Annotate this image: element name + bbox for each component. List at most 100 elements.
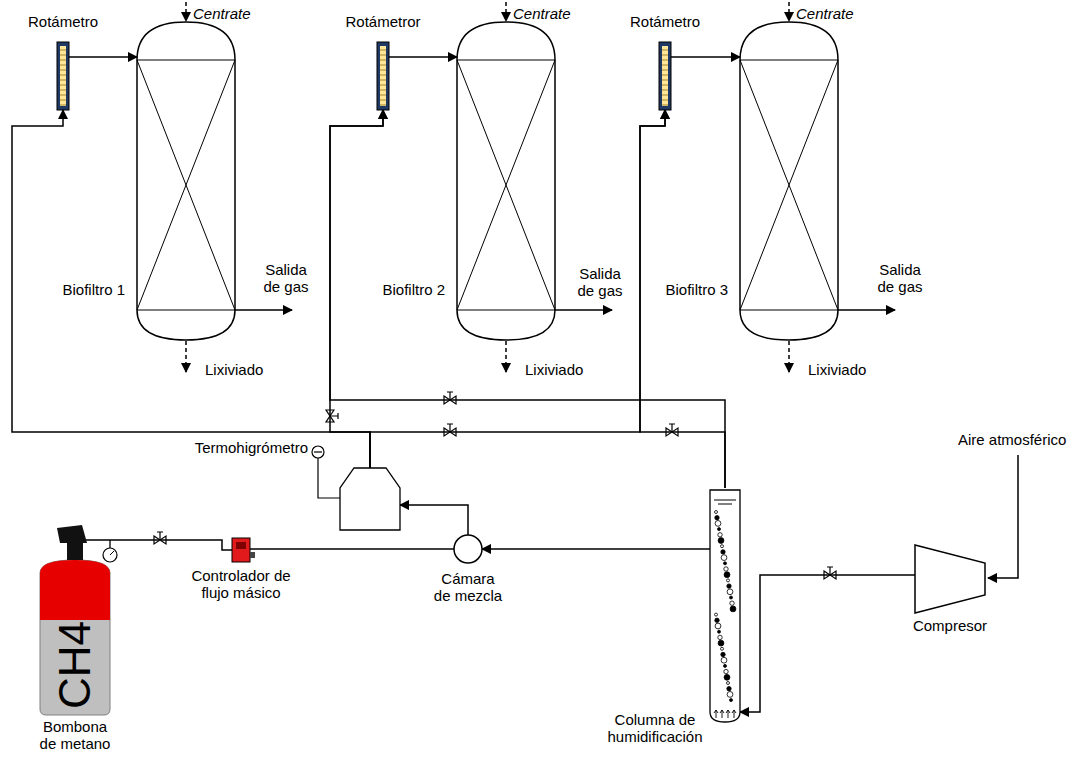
valve-stem bbox=[157, 532, 163, 540]
cylinder-body bbox=[40, 560, 110, 715]
node-label: Rotámetror bbox=[345, 14, 420, 31]
air-intake bbox=[988, 455, 1018, 578]
valve-stem bbox=[447, 424, 453, 432]
gauge-dial bbox=[312, 446, 324, 458]
rotameter-tick bbox=[380, 65, 386, 66]
node-label: Biofiltro 1 bbox=[62, 282, 125, 299]
valve-stem bbox=[669, 424, 675, 432]
leachate-label: Lixiviado bbox=[525, 362, 583, 379]
pipe-connector bbox=[69, 56, 137, 58]
gas-cylinder: CH4Bombona de metano bbox=[40, 525, 130, 715]
rotameter-tick bbox=[662, 100, 668, 101]
shape-outline bbox=[340, 468, 400, 530]
controller-knob bbox=[250, 552, 255, 558]
biofilter-vessel: Biofiltro 3 bbox=[740, 22, 838, 340]
pipe-connector bbox=[671, 56, 740, 58]
node-label: Cámara de mezcla bbox=[433, 571, 504, 605]
rotameter-tick bbox=[60, 60, 66, 61]
bubble bbox=[727, 682, 730, 685]
shape-outline bbox=[232, 538, 250, 562]
rotameter-tick bbox=[60, 80, 66, 81]
node-label: Bombona de metano bbox=[36, 719, 114, 753]
rotameter: Rotámetror bbox=[377, 42, 389, 110]
bubble bbox=[730, 606, 736, 612]
bubble bbox=[718, 630, 721, 633]
bubble bbox=[730, 596, 733, 599]
water-surface bbox=[714, 500, 736, 504]
humidification-column: Columna de humidificación bbox=[710, 488, 740, 722]
bubble bbox=[727, 589, 733, 595]
bubble bbox=[727, 687, 731, 691]
rotameter-tick bbox=[60, 100, 66, 101]
gauge-needle bbox=[110, 551, 114, 555]
rotameter-tick bbox=[662, 85, 668, 86]
bubble bbox=[724, 562, 727, 565]
bubble bbox=[730, 601, 734, 605]
sparger-arrow bbox=[726, 710, 730, 718]
rotameter-tick bbox=[380, 80, 386, 81]
bubble bbox=[718, 533, 722, 537]
shape-outline bbox=[457, 22, 555, 340]
bubble bbox=[715, 623, 721, 629]
rotameter-tick bbox=[60, 55, 66, 56]
feed-label: Centrate bbox=[796, 6, 854, 23]
bubble bbox=[715, 511, 718, 514]
node-label: Columna de humidificación bbox=[603, 712, 707, 746]
compressor: Compresor bbox=[915, 545, 985, 613]
sparger-arrow bbox=[732, 710, 736, 718]
shape-outline bbox=[377, 42, 389, 110]
gauge-line bbox=[318, 458, 340, 498]
rotameter-tick bbox=[662, 55, 668, 56]
shape-outline bbox=[454, 535, 482, 563]
pressure-gauge bbox=[103, 548, 117, 562]
shape-outline bbox=[740, 22, 838, 340]
rotameter-tick bbox=[60, 70, 66, 71]
node-label: Biofiltro 2 bbox=[382, 282, 445, 299]
gas-outlet bbox=[235, 309, 292, 311]
valve bbox=[824, 567, 836, 579]
rotameter-tube bbox=[60, 46, 66, 106]
rotameter-frame bbox=[377, 42, 389, 110]
bubble bbox=[721, 647, 724, 650]
rotameter-tube bbox=[380, 46, 386, 106]
cylinder-pipe bbox=[84, 540, 130, 548]
pipe-connector bbox=[330, 110, 383, 468]
vessel-outline bbox=[457, 22, 555, 340]
rotameter-tick bbox=[60, 105, 66, 106]
rotameter-tick bbox=[662, 60, 668, 61]
valve bbox=[444, 392, 456, 404]
rotameter-tick bbox=[60, 75, 66, 76]
valve bbox=[666, 424, 678, 436]
chamber-outline bbox=[454, 535, 482, 563]
rotameter-tick bbox=[60, 95, 66, 96]
bubble bbox=[715, 613, 718, 616]
rotameter-tick bbox=[662, 95, 668, 96]
node-label: Termohigrómetro bbox=[195, 440, 308, 457]
rotameter-tick bbox=[380, 90, 386, 91]
bubble bbox=[724, 572, 730, 578]
vessel-outline bbox=[137, 22, 235, 340]
rotameter-tick bbox=[380, 95, 386, 96]
biofilter-vessel: Biofiltro 1 bbox=[137, 22, 235, 340]
centrate-inlet bbox=[505, 2, 507, 21]
sparger-arrow bbox=[714, 710, 718, 718]
centrate-inlet bbox=[788, 2, 790, 21]
shape-outline bbox=[659, 42, 671, 110]
bubble bbox=[721, 657, 727, 663]
pipe-connector bbox=[130, 540, 232, 550]
rotameter-tick bbox=[662, 80, 668, 81]
rotameter-tick bbox=[60, 50, 66, 51]
bubble bbox=[727, 584, 731, 588]
packing-bed bbox=[457, 60, 555, 310]
mass-flow-controller: Controlador de flujo másico bbox=[232, 538, 250, 562]
shape-outline bbox=[137, 22, 235, 340]
controller-display bbox=[236, 542, 246, 549]
bubble bbox=[718, 635, 722, 639]
rotameter: Rotámetro bbox=[57, 42, 69, 110]
centrate-inlet bbox=[185, 2, 187, 21]
valve bbox=[154, 532, 166, 544]
controller-body bbox=[232, 538, 250, 562]
bubble bbox=[730, 699, 733, 702]
